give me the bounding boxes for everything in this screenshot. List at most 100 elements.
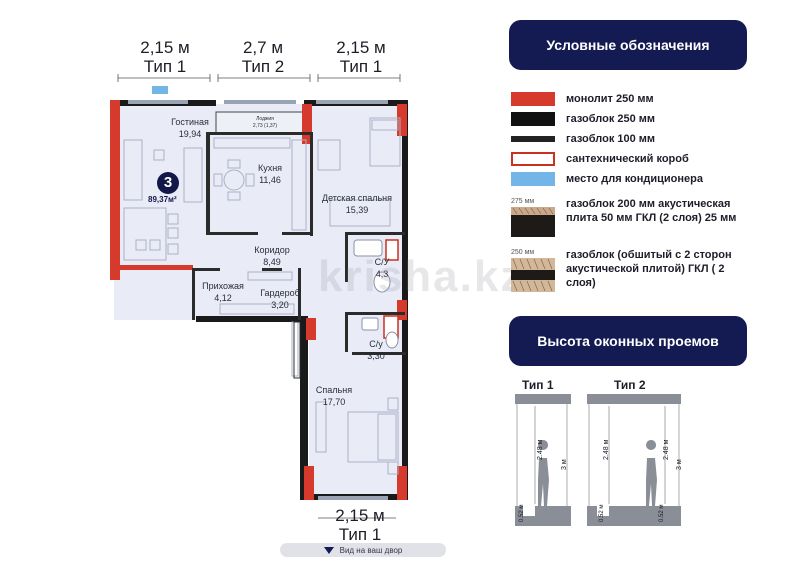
legend-label-acoustic-1: газоблок 200 мм акустическая плита 50 мм… [566, 198, 737, 224]
window-dim-2-type: Тип 2 [241, 57, 285, 76]
monolith-walls [110, 100, 407, 500]
acoustic-texture-2 [511, 258, 555, 292]
room-kitchen: Кухня 11,46 [245, 162, 295, 186]
room-corridor: Коридор 8,49 [242, 244, 302, 268]
room-wardrobe: Гардероб 3,20 [254, 287, 306, 311]
window-dim-1-type: Тип 1 [143, 57, 187, 76]
type1-sill: 0.52 м [519, 504, 525, 522]
legend-label-acoustic-2: газоблок (обшитый с 2 сторон акустическо… [566, 249, 732, 289]
room-wardrobe-area: 3,20 [271, 300, 289, 310]
room-bedroom-area: 17,70 [322, 397, 346, 407]
legend-item-gasblock-250: газоблок 250 мм [511, 112, 655, 126]
total-area: 89,37м² [148, 195, 177, 204]
legend-swatch-acoustic-1: 275 мм [511, 197, 555, 242]
legend-item-acoustic-1: 275 мм газоблок 200 мм акустическая плит… [511, 197, 761, 242]
window-dim-1-size: 2,15 м [140, 38, 190, 57]
window-type-1-section [515, 394, 571, 526]
room-bath2: С/у 3,30 [356, 338, 396, 362]
legend-swatch-ac [511, 172, 555, 186]
bedroom-furniture [315, 397, 399, 475]
room-hall-area: 4,12 [214, 293, 232, 303]
room-loggia: Лоджия 2,73 (1,37) [240, 116, 290, 130]
legend-swatch-sanitary-duct [511, 152, 555, 166]
room-kitchen-area: 11,46 [259, 175, 281, 185]
type2-sill-right: 0.52 м [659, 504, 665, 522]
dimension-lines [117, 74, 401, 519]
room-corridor-name: Коридор [254, 245, 290, 255]
room-bedroom: Спальня 17,70 [306, 384, 362, 408]
room-bath1: С/У 4,3 [364, 256, 400, 280]
bath-fixtures [353, 239, 399, 349]
legend-label-gasblock-100: газоблок 100 мм [566, 133, 656, 145]
window-dim-3-size: 2,15 м [336, 38, 386, 57]
legend-item-acoustic-2: 250 мм газоблок (обшитый с 2 сторон акус… [511, 248, 761, 297]
room-loggia-area: 2,73 (1,37) [252, 123, 278, 129]
legend-swatch-monolith [511, 92, 555, 106]
room-kids-area: 15,39 [345, 205, 369, 215]
legend-label-ac: место для кондиционера [566, 173, 704, 185]
legend-swatch-gasblock-250 [511, 112, 555, 126]
window-dim-bottom: 2,15 м Тип 1 [322, 506, 398, 544]
legend-item-ac: место для кондиционера [511, 172, 703, 186]
type1-h1: 2.48 м [537, 439, 544, 460]
legend-label-monolith: монолит 250 мм [566, 93, 654, 105]
type2-sill-left: 0.52 м [599, 504, 605, 522]
room-living-name: Гостиная [171, 117, 209, 127]
window-type-2-section [587, 394, 681, 526]
room-bath1-area: 4,3 [375, 269, 389, 279]
kitchen-furniture [213, 137, 307, 231]
window-type-2-title: Тип 2 [614, 378, 646, 392]
window-heights-title: Высота оконных проемов [509, 316, 747, 366]
windows [128, 100, 388, 500]
type1-h2: 3 м [561, 459, 568, 470]
room-loggia-name: Лоджия [256, 116, 274, 122]
hall-fixtures [219, 271, 299, 377]
room-living-area: 19,94 [178, 129, 202, 139]
window-dim-2-size: 2,7 м [242, 38, 284, 57]
watermark: krisha.kz [318, 252, 525, 301]
room-kids: Детская спальня 15,39 [318, 192, 396, 216]
room-hall: Прихожая 4,12 [198, 280, 248, 304]
window-dim-3: 2,15 м Тип 1 [324, 38, 398, 76]
legend-label-gasblock-250: газоблок 250 мм [566, 113, 656, 125]
interior-walls [192, 132, 406, 355]
room-bath2-name: С/у [369, 339, 383, 349]
window-dim-bottom-type: Тип 1 [338, 525, 382, 544]
ac-spot [152, 86, 168, 94]
window-sections [515, 394, 681, 526]
window-type-1-title: Тип 1 [522, 378, 554, 392]
yard-view-button[interactable]: Вид на ваш двор [280, 543, 446, 557]
type2-h-left: 2.48 м [603, 439, 610, 460]
window-dim-2: 2,7 м Тип 2 [226, 38, 300, 76]
legend-dim-acoustic-2: 250 мм [511, 249, 535, 256]
room-living: Гостиная 19,94 [160, 116, 220, 140]
type2-h2: 3 м [676, 459, 683, 470]
legend-dim-acoustic-1: 275 мм [511, 198, 535, 205]
type2-h-right: 2.48 м [663, 439, 670, 460]
room-corridor-area: 8,49 [263, 257, 281, 267]
yard-view-label: Вид на ваш двор [339, 545, 403, 555]
legend-item-gasblock-100: газоблок 100 мм [511, 132, 655, 146]
entrance-door [293, 321, 301, 379]
legend-swatch-gasblock-100 [511, 136, 555, 142]
legend-swatch-acoustic-2: 250 мм [511, 248, 555, 297]
legend-item-monolith: монолит 250 мм [511, 92, 654, 106]
room-hall-name: Прихожая [202, 281, 244, 291]
window-dim-1: 2,15 м Тип 1 [128, 38, 202, 76]
legend-item-sanitary-duct: сантехнический короб [511, 152, 689, 166]
room-kids-name: Детская спальня [321, 193, 392, 203]
living-furniture [123, 139, 203, 261]
room-bath1-name: С/У [374, 257, 390, 267]
acoustic-texture-1 [511, 207, 555, 237]
triangle-down-icon [323, 546, 334, 554]
legend-title: Условные обозначения [509, 20, 747, 70]
legend-label-sanitary-duct: сантехнический короб [566, 153, 689, 165]
room-kitchen-name: Кухня [257, 163, 283, 173]
room-wardrobe-name: Гардероб [260, 288, 300, 298]
room-bath2-area: 3,30 [367, 351, 385, 361]
window-dim-bottom-size: 2,15 м [335, 506, 385, 525]
room-bedroom-name: Спальня [315, 385, 353, 395]
rooms-count-badge: 3 [157, 172, 179, 194]
window-dim-3-type: Тип 1 [339, 57, 383, 76]
